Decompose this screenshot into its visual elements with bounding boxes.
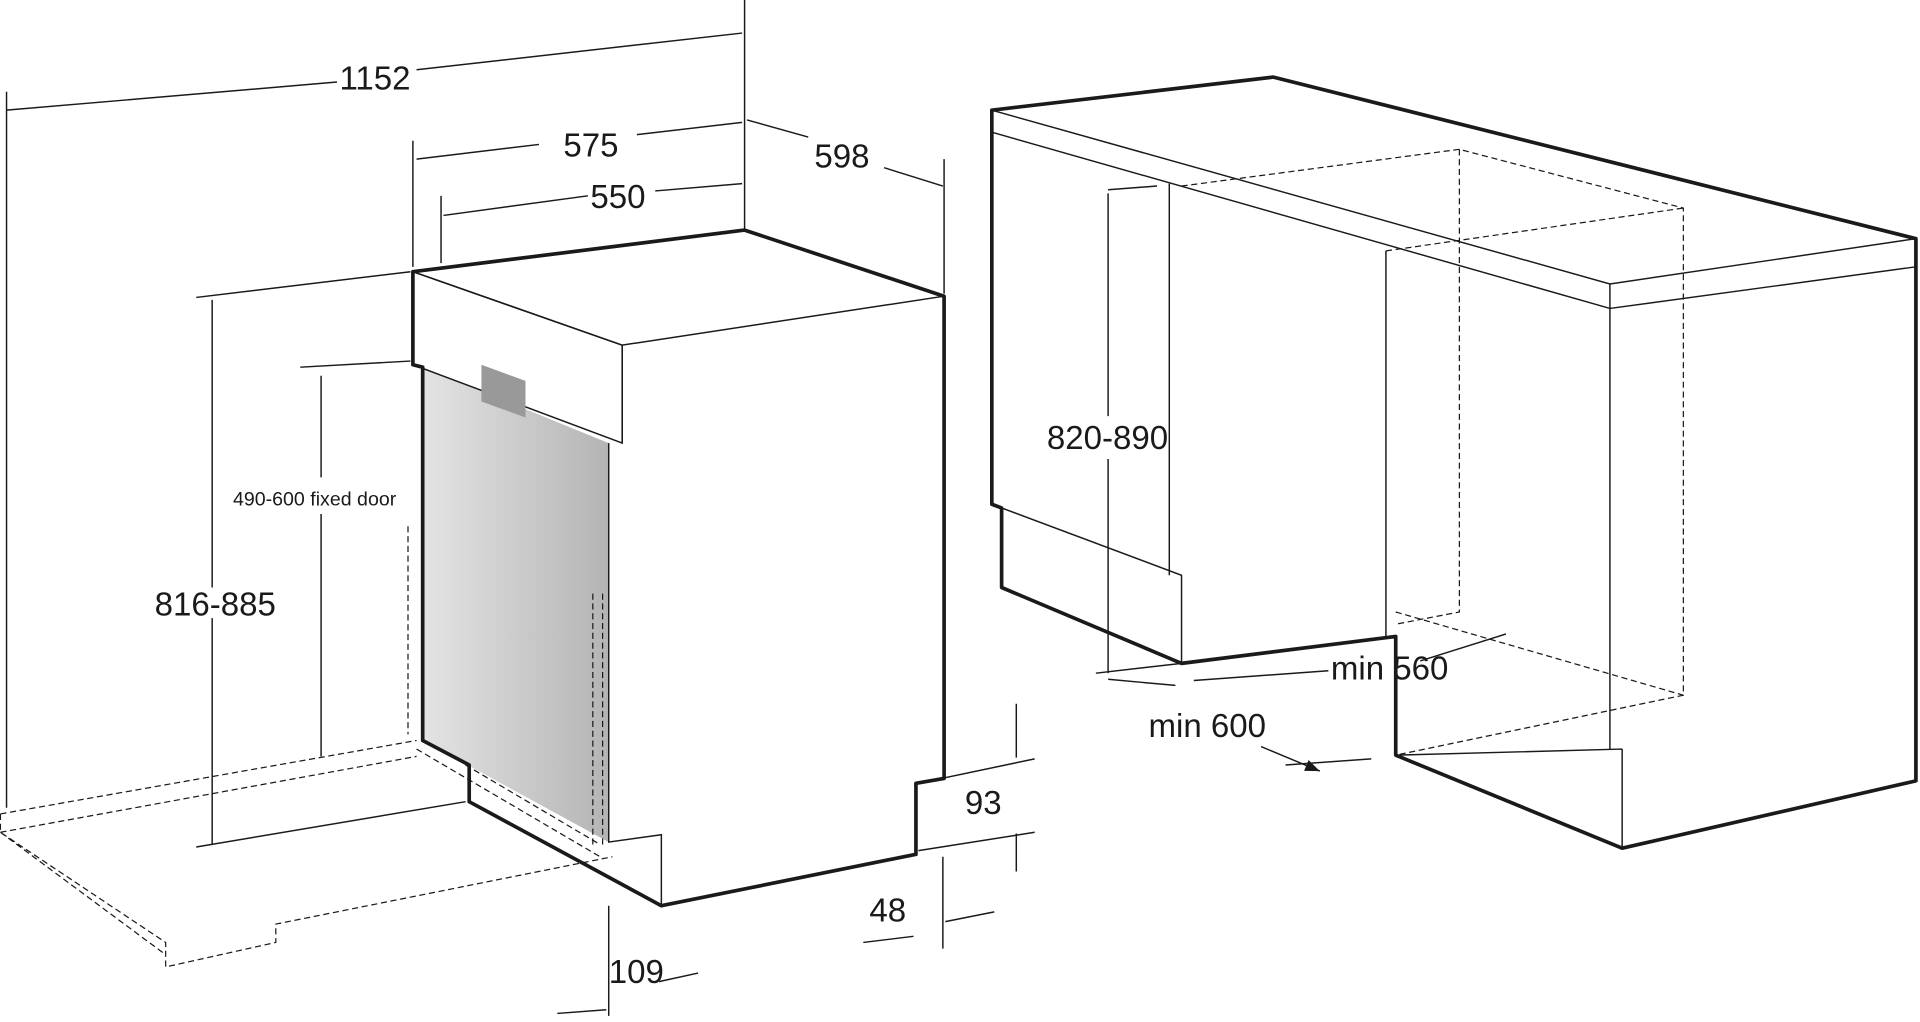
label-48: 48 xyxy=(869,893,906,930)
floor-plate xyxy=(0,739,613,968)
dimension-labels: 1152 575 550 598 816-885 490-600 fixed d… xyxy=(155,60,1449,990)
label-598: 598 xyxy=(814,139,869,176)
label-min-600: min 600 xyxy=(1148,708,1266,745)
label-575: 575 xyxy=(563,128,618,165)
label-109: 109 xyxy=(609,954,664,991)
door-panel xyxy=(422,367,609,843)
label-93: 93 xyxy=(965,785,1002,822)
label-1152: 1152 xyxy=(339,60,410,97)
kitchen-cabinet xyxy=(989,75,1918,851)
label-min-560: min 560 xyxy=(1331,650,1449,687)
dishwasher-unit xyxy=(407,228,946,908)
label-816-885: 816-885 xyxy=(155,587,276,624)
label-550: 550 xyxy=(590,179,645,216)
dimension-lines xyxy=(5,0,1507,1016)
display-icon xyxy=(481,364,526,418)
label-fixed-door: 490-600 fixed door xyxy=(233,488,397,510)
label-820-890: 820-890 xyxy=(1047,420,1168,457)
